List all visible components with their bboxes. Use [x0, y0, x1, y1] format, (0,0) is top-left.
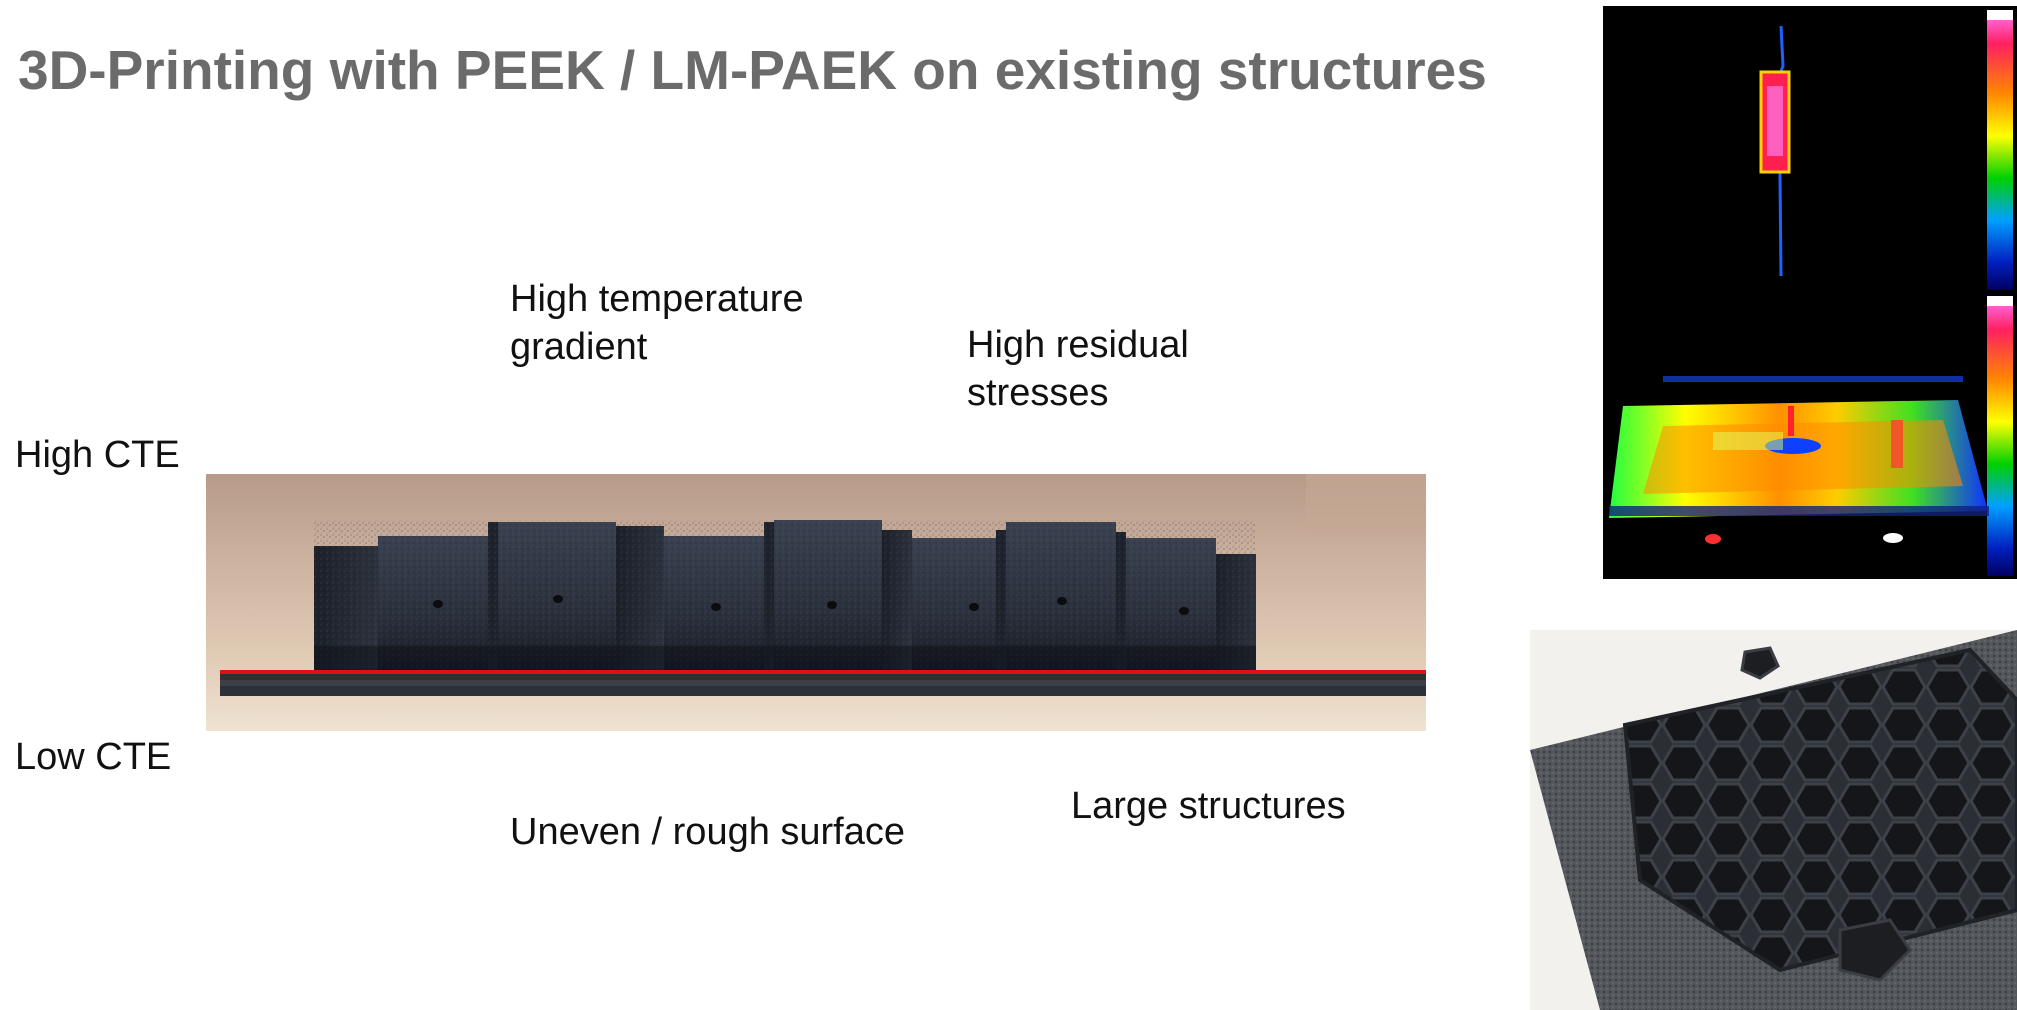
label-large-structures: Large structures	[1071, 785, 1346, 827]
label-high-cte: High CTE	[15, 434, 180, 476]
label-high-temperature-gradient: High temperature gradient	[510, 275, 804, 371]
label-residual-line1: High residual	[967, 324, 1189, 366]
thermal-camera-image	[1603, 6, 2017, 579]
printed-part-photo	[206, 474, 1426, 731]
label-high-residual-stresses: High residual stresses	[967, 321, 1189, 417]
label-high-temp-line1: High temperature	[510, 278, 804, 320]
label-residual-line2: stresses	[967, 372, 1109, 414]
label-high-temp-line2: gradient	[510, 326, 648, 368]
label-uneven-rough-surface: Uneven / rough surface	[510, 811, 906, 853]
label-low-cte: Low CTE	[15, 736, 172, 778]
honeycomb-structure-photo	[1530, 630, 2017, 1010]
slide-title: 3D-Printing with PEEK / LM-PAEK on exist…	[18, 39, 1487, 101]
